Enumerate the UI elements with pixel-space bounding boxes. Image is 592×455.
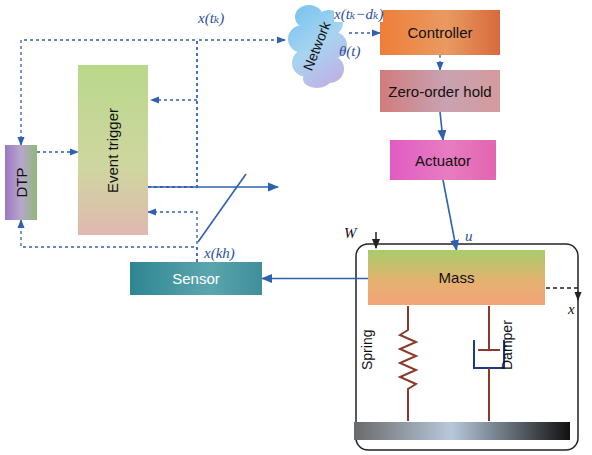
signal-connector bbox=[148, 40, 285, 187]
signal-label: x(kh) bbox=[204, 246, 235, 261]
switch-line bbox=[198, 174, 246, 242]
signal-connector bbox=[439, 55, 440, 70]
node-label: DTP bbox=[13, 168, 30, 198]
signal-connector bbox=[443, 180, 457, 250]
part-name: Spring bbox=[360, 330, 374, 370]
node-label: Mass bbox=[439, 269, 475, 286]
dtp-box: DTP bbox=[5, 145, 37, 220]
node-label: Controller bbox=[407, 24, 472, 41]
node-label: Event trigger bbox=[105, 107, 122, 192]
trigger-output bbox=[150, 186, 278, 188]
signal-label: x(tₖ−dₖ) bbox=[334, 7, 383, 22]
node-label: Zero-order hold bbox=[388, 83, 491, 100]
control-input-label: u bbox=[465, 229, 473, 244]
mass-box: Mass bbox=[368, 250, 545, 305]
ground-bar bbox=[354, 422, 570, 440]
controller-box: Controller bbox=[380, 10, 500, 55]
disturbance-label: W bbox=[344, 226, 357, 241]
spring-symbol bbox=[400, 306, 416, 421]
sensor-box: Sensor bbox=[130, 262, 262, 295]
signal-label: θ(t) bbox=[339, 44, 361, 59]
signal-connector bbox=[148, 212, 197, 262]
displacement-arrow bbox=[546, 288, 578, 300]
hold-box: Zero-order hold bbox=[380, 70, 500, 112]
node-label: Actuator bbox=[415, 152, 471, 169]
signal-connector bbox=[349, 32, 380, 33]
signal-label: x(tₖ) bbox=[198, 11, 224, 26]
feedback-arrow bbox=[151, 99, 197, 100]
node-label: Sensor bbox=[172, 270, 220, 287]
displacement-label: x bbox=[568, 302, 575, 317]
signal-connector bbox=[262, 278, 368, 280]
signal-connector bbox=[440, 112, 443, 140]
plant-housing bbox=[356, 244, 578, 450]
event-trigger-box: Event trigger bbox=[78, 65, 148, 235]
actuator-box: Actuator bbox=[390, 140, 496, 180]
signal-connector bbox=[37, 151, 78, 152]
disturbance-arrow bbox=[375, 232, 377, 248]
part-name: Damper bbox=[500, 320, 514, 370]
